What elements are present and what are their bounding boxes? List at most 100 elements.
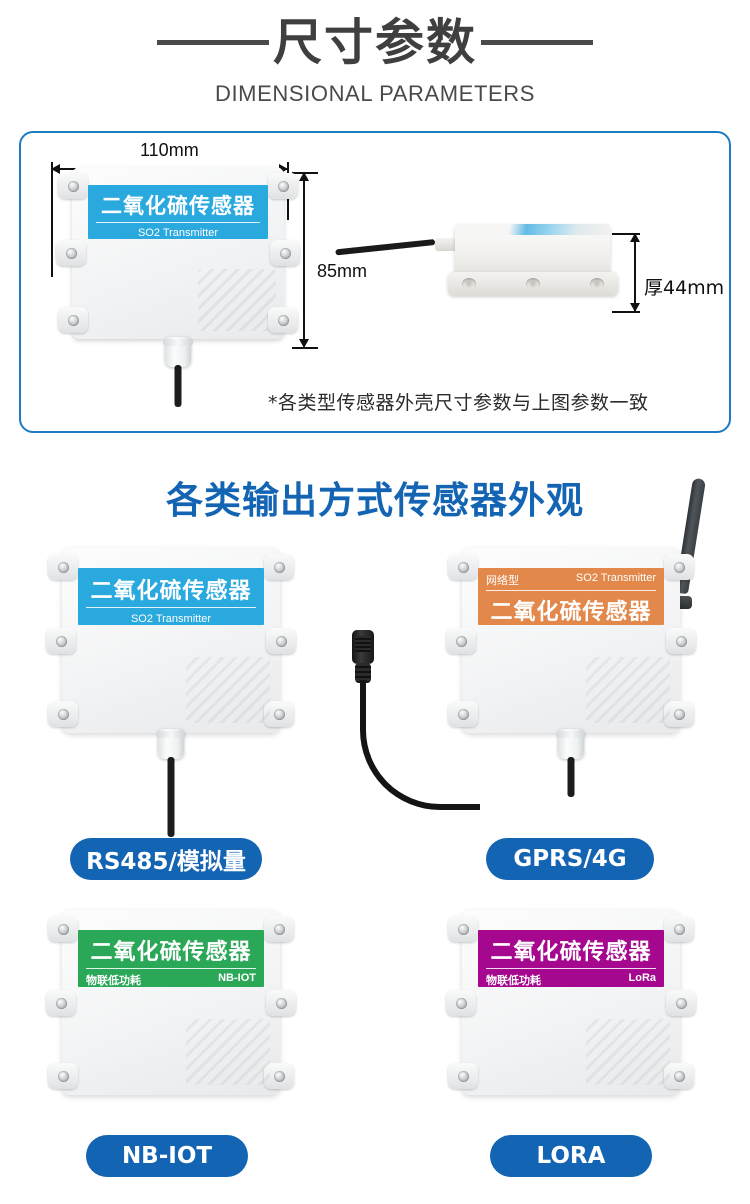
mount-tab-mid-left [446,628,476,654]
mount-tab-mid-right [666,990,696,1016]
side-cable-gland [435,238,461,251]
width-arrow-left [51,164,60,174]
screw-hole-icon [279,247,291,259]
thickness-ext-bottom [612,311,640,313]
mount-tab-mid-right [666,628,696,654]
variant-lora-label: 二氧化硫传感器 物联低功耗 LoRa [478,930,664,987]
mount-tab-top-left [48,916,78,942]
variant-rs485-label-title: 二氧化硫传感器 [90,579,252,604]
screw-icon [67,314,79,326]
mount-hole-center [526,278,540,290]
mount-tab-top-left [58,173,88,199]
title-row: 尺寸参数 [0,18,750,67]
variant-gprs-label-model: SO2 Transmitter [575,572,656,584]
screw-icon [273,1070,285,1082]
mount-tab-mid-right [266,628,296,654]
main-device-side-view [335,224,625,304]
connector-strain-relief [355,663,371,683]
screw-icon [57,1070,69,1082]
variant-lora-label-bottomrow: 物联低功耗 LoRa [478,971,664,987]
mount-tab-bottom-left [48,701,78,727]
variant-rs485-pill[interactable]: RS485/模拟量 [70,838,262,880]
page-subtitle: DIMENSIONAL PARAMETERS [214,81,536,106]
screw-icon [273,708,285,720]
variants-section-heading: 各类输出方式传感器外观 [166,479,584,522]
screw-icon [457,561,469,573]
side-mount-base [448,272,618,296]
screw-hole-icon [55,997,67,1009]
variant-lora-pill[interactable]: LORA [490,1135,652,1177]
variant-nbiot-label-protocol: NB-IOT [218,972,256,984]
variant-gprs-label-divider [486,590,656,591]
mount-hole-right [590,278,604,290]
variant-nbiot-label-bottomrow: 物联低功耗 NB-IOT [78,971,264,987]
dimension-note: *各类型传感器外壳尺寸参数与上图参数一致 [268,392,649,414]
variant-gprs-device: 网络型 SO2 Transmitter 二氧化硫传感器 [446,548,696,733]
title-rule-left [156,40,269,45]
mount-tab-mid-right [266,990,296,1016]
height-dimension-label: 85mm [317,261,368,281]
variant-lora-label-divider [486,968,656,969]
variant-gprs-pill[interactable]: GPRS/4G [486,838,654,880]
screw-icon [273,923,285,935]
screw-icon [273,561,285,573]
page-title: 尺寸参数 [272,14,477,71]
screw-icon [673,708,685,720]
variant-lora-device: 二氧化硫传感器 物联低功耗 LoRa [446,910,696,1095]
mount-tab-top-left [48,554,78,580]
width-arrow-right [279,164,288,174]
mount-tab-mid-left [46,990,76,1016]
device-label-subtitle: SO2 Transmitter [137,227,219,239]
variant-nbiot-label-feature: 物联低功耗 [86,975,141,987]
mount-tab-bottom-right [268,307,298,333]
width-dimension-label: 110mm [140,140,199,160]
mount-tab-mid-right [270,240,300,266]
variant-rs485-cable [167,757,175,837]
height-dimension-line [303,172,305,348]
variant-rs485-label: 二氧化硫传感器 SO2 Transmitter [78,568,264,625]
mount-tab-top-left [448,554,478,580]
mount-tab-top-right [264,554,294,580]
mount-tab-bottom-right [264,701,294,727]
variant-nbiot-label: 二氧化硫传感器 物联低功耗 NB-IOT [78,930,264,987]
variant-rs485-cable-gland [156,729,186,759]
variant-nbiot-pill[interactable]: NB-IOT [86,1135,248,1177]
variant-gprs-power-connector [350,630,480,830]
height-ext-bottom [292,347,318,349]
variant-lora-label-feature: 物联低功耗 [486,975,541,987]
page-header: 尺寸参数 DIMENSIONAL PARAMETERS [0,0,750,107]
variant-gprs-cable-gland [556,729,586,759]
thickness-arrow-bottom [630,303,640,312]
mount-tab-top-right [264,916,294,942]
variant-nbiot-label-divider [86,968,256,969]
device-cable [174,365,182,407]
variant-nbiot-label-title: 二氧化硫传感器 [90,940,252,965]
mount-tab-bottom-right [264,1063,294,1089]
variant-gprs-label-title: 二氧化硫传感器 [490,600,652,625]
height-arrow-top [299,172,309,181]
mount-hole-left [462,278,476,290]
title-rule-right [481,40,593,45]
variant-gprs-label: 网络型 SO2 Transmitter 二氧化硫传感器 [478,568,664,625]
thickness-dimension-line [634,233,636,312]
mount-tab-mid-left [46,628,76,654]
screw-icon [457,923,469,935]
variant-gprs-label-toprow: 网络型 SO2 Transmitter [478,568,664,588]
mount-tab-bottom-right [664,1063,694,1089]
mount-tab-bottom-left [58,307,88,333]
mount-tab-top-right [268,173,298,199]
mount-tab-top-right [664,916,694,942]
device-label: 二氧化硫传感器 SO2 Transmitter [88,185,268,239]
device-label-title: 二氧化硫传感器 [101,194,255,218]
screw-hole-icon [675,997,687,1009]
mount-tab-top-left [448,916,478,942]
screw-icon [57,923,69,935]
device-label-divider [96,222,260,223]
variant-gprs-label-type: 网络型 [486,575,519,587]
screw-icon [673,1070,685,1082]
thickness-arrow-top [630,233,640,242]
side-device-body [455,224,610,276]
screw-icon [277,314,289,326]
mount-tab-bottom-left [48,1063,78,1089]
connector-cable [360,680,480,810]
